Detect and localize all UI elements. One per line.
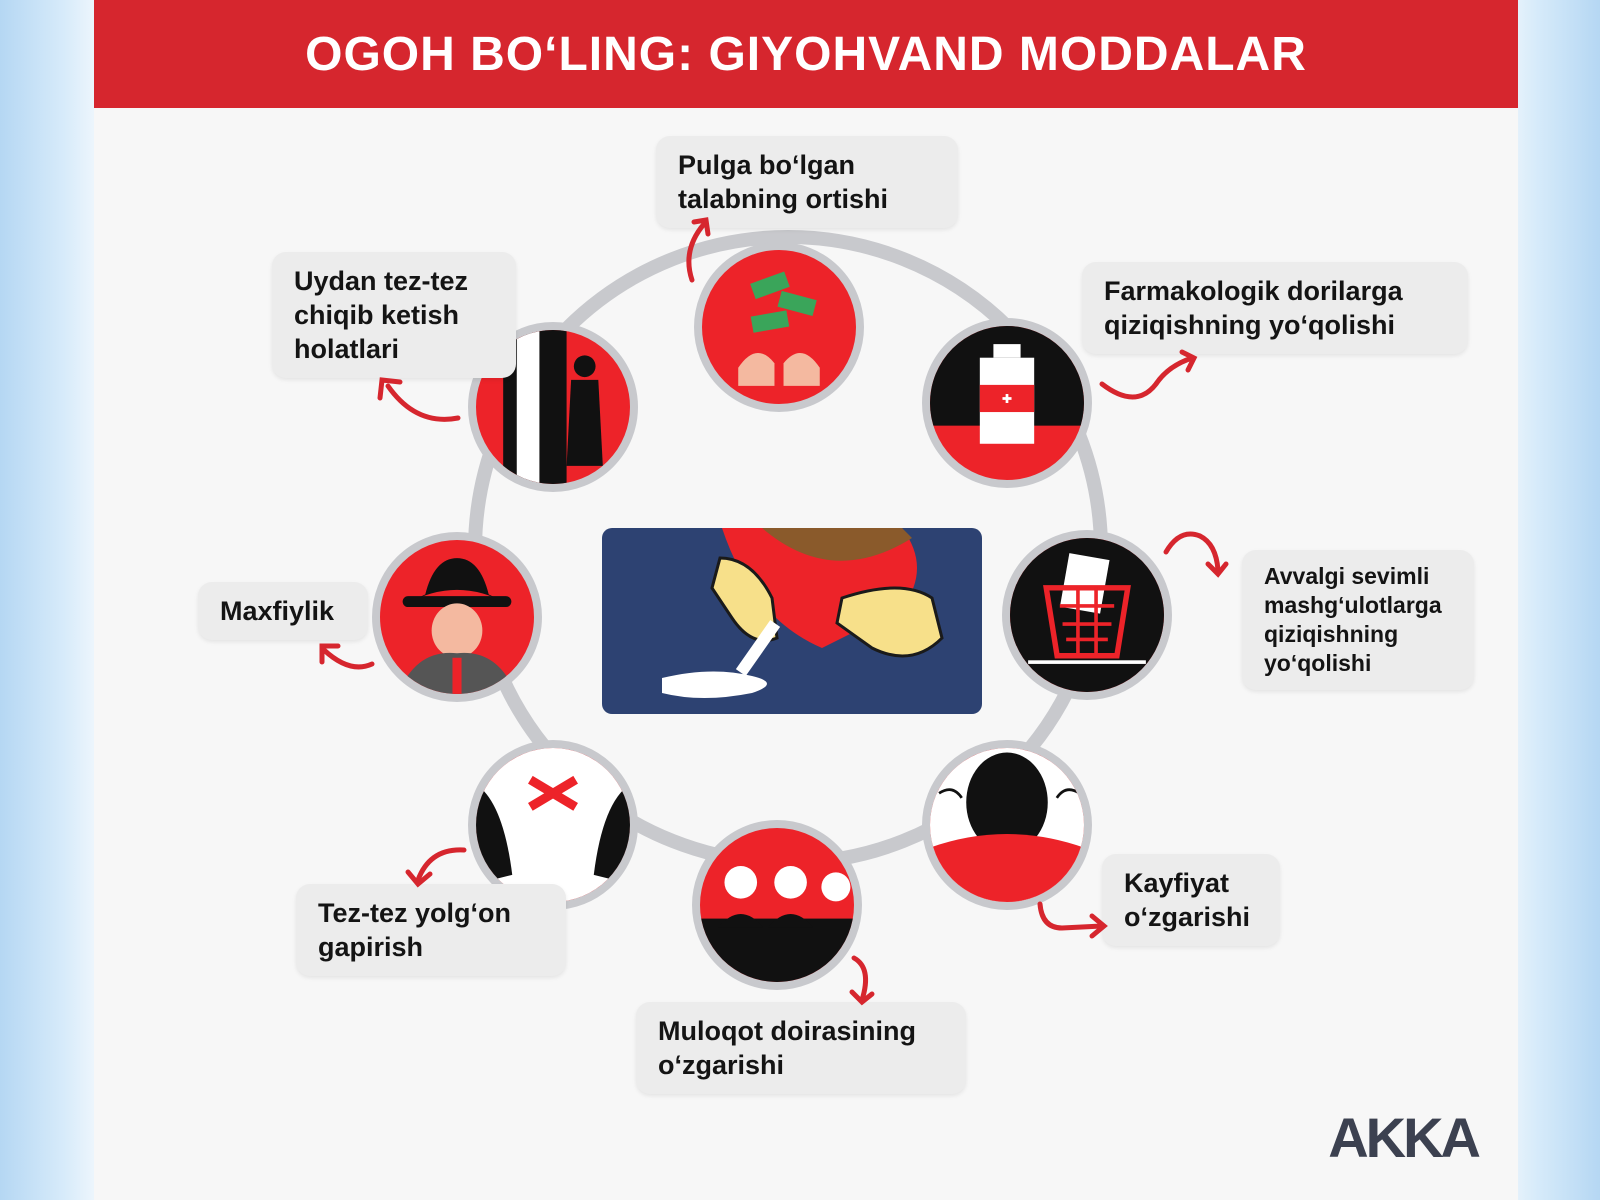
- sign-node-hobbies: [1002, 530, 1172, 700]
- arrow-icon-leaving: [377, 377, 461, 422]
- sign-label-leaving: Uydan tez-tez chiqib ketish holatlari: [272, 252, 516, 378]
- arrow-icon-lying: [405, 847, 467, 888]
- sign-node-mood: [922, 740, 1092, 910]
- drug-snorting-scene-icon: [602, 528, 982, 714]
- arrow-icon-mood: [1037, 901, 1108, 939]
- sign-node-circle: [692, 820, 862, 990]
- brand-logo: AKKA: [1328, 1106, 1481, 1169]
- sad-faces-icon: [930, 748, 1084, 902]
- trash-basket-icon: [1010, 538, 1164, 692]
- people-group-icon: [700, 866, 854, 982]
- arrow-icon-circle: [849, 955, 875, 1006]
- arrow-icon-secrecy: [319, 643, 375, 670]
- sign-label-lying: Tez-tez yolg‘on gapirish: [296, 884, 566, 976]
- sign-label-hobbies: Avvalgi sevimli mashg‘ulotlarga qiziqish…: [1242, 550, 1474, 690]
- sign-label-money: Pulga bo‘lgan talabning ortishi: [656, 136, 958, 228]
- sign-node-lying: [468, 740, 638, 910]
- door-exit-icon: [503, 330, 603, 484]
- poster: OGOH BO‘LING: GIYOHVAND MODDALAR: [94, 0, 1518, 1200]
- sign-label-circle: Muloqot doirasining o‘zgarishi: [636, 1002, 966, 1094]
- taped-mouth-icon: [476, 748, 630, 902]
- title-banner: OGOH BO‘LING: GIYOHVAND MODDALAR: [94, 0, 1518, 108]
- sign-node-secrecy: [372, 532, 542, 702]
- sign-label-mood: Kayfiyat o‘zgarishi: [1102, 854, 1280, 946]
- sign-node-money: [694, 242, 864, 412]
- sign-label-pharma: Farmakologik dorilarga qiziqishning yo‘q…: [1082, 262, 1468, 354]
- page-title: OGOH BO‘LING: GIYOHVAND MODDALAR: [305, 27, 1307, 81]
- sign-node-pharma: [922, 318, 1092, 488]
- sign-node-leaving: [468, 322, 638, 492]
- medicine-bottle-icon: [930, 326, 1084, 444]
- signs-diagram: Pulga bo‘lgan talabning ortishi Farmakol…: [94, 0, 1518, 1200]
- hat-man-icon: [398, 558, 516, 694]
- money-hands-icon: [738, 271, 820, 386]
- arrow-icon-pharma: [1099, 349, 1198, 400]
- sign-label-secrecy: Maxfiylik: [198, 582, 368, 640]
- arrow-icon-money: [686, 217, 711, 283]
- arrow-icon-hobbies: [1163, 531, 1229, 578]
